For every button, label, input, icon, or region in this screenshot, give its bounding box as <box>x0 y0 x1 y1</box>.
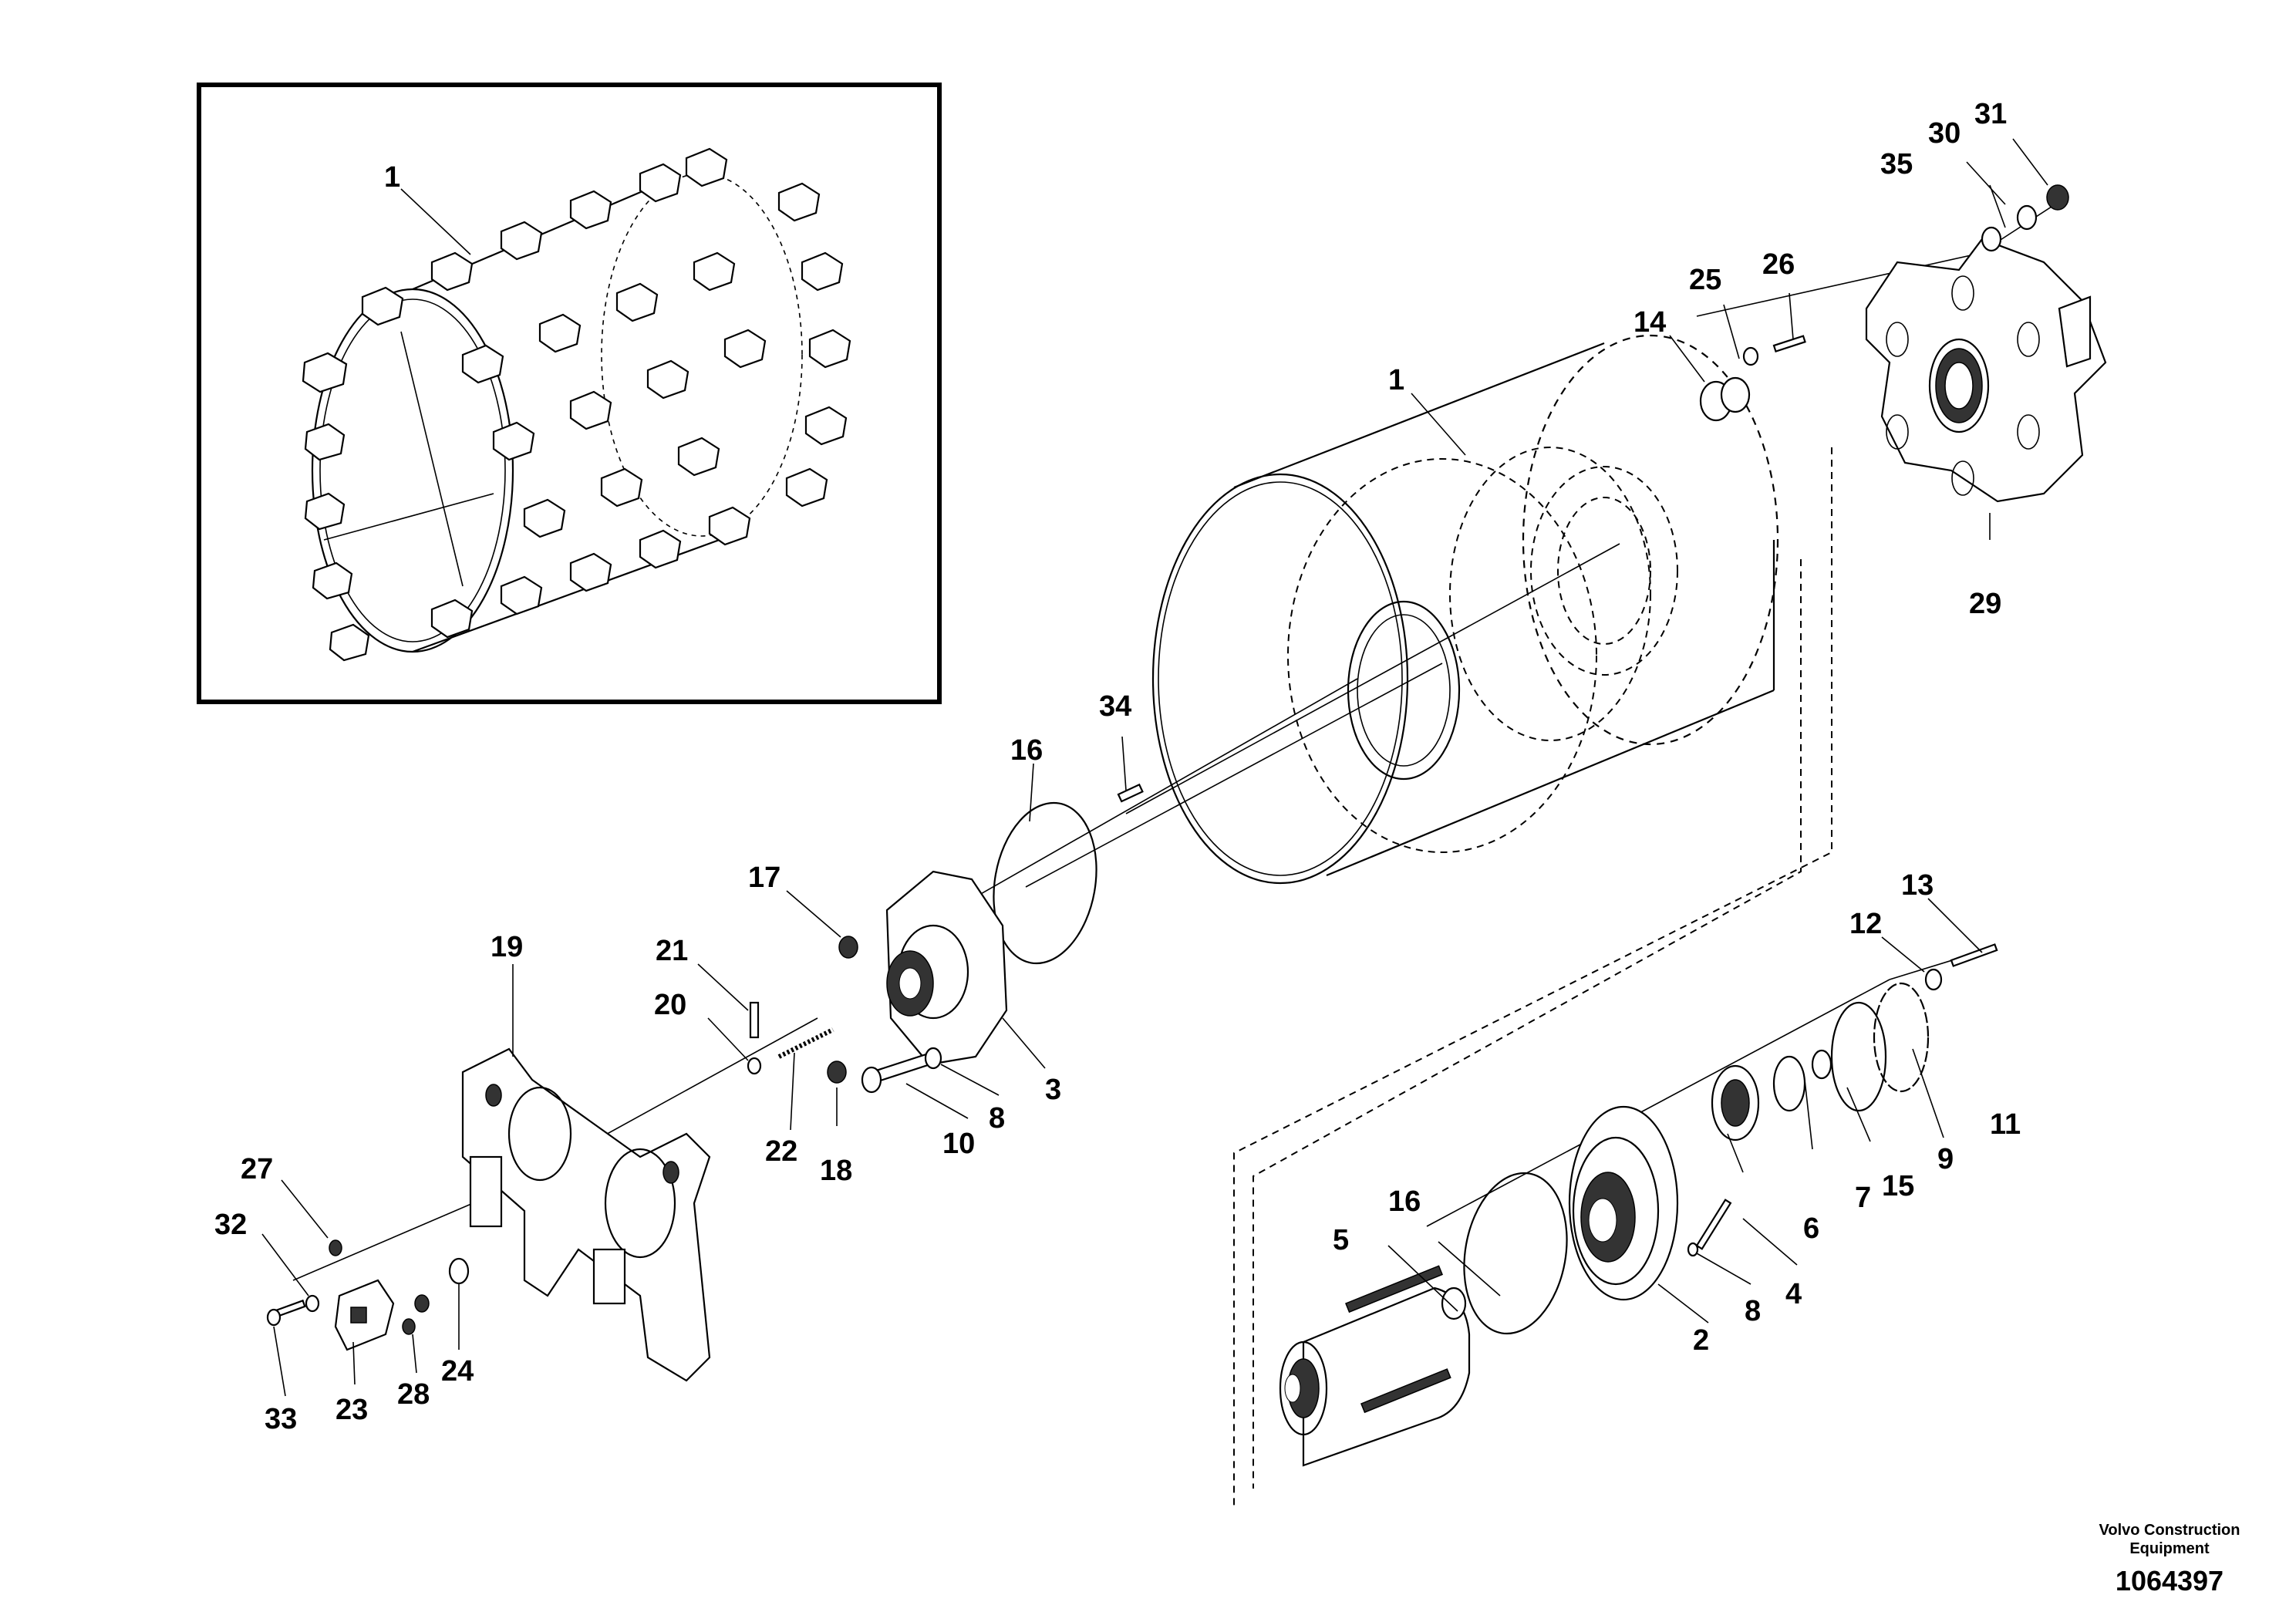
callout-31: 31 <box>1974 98 2007 130</box>
washer-35 <box>1981 226 2002 252</box>
callout-11: 11 <box>1990 1108 2021 1141</box>
seal-15 <box>1811 1049 1832 1080</box>
callout-23: 23 <box>335 1394 368 1426</box>
callout-28: 28 <box>397 1378 430 1411</box>
callout-8b: 8 <box>1745 1295 1761 1327</box>
screw-27 <box>329 1239 342 1256</box>
bolt-33 <box>266 1299 306 1327</box>
callout-8a: 8 <box>989 1102 1005 1135</box>
callout-24: 24 <box>441 1355 474 1388</box>
callout-9: 9 <box>1937 1143 1954 1175</box>
callout-27: 27 <box>241 1153 273 1185</box>
leader-lines <box>261 138 2048 1397</box>
nut-31 <box>2046 184 2069 211</box>
nut-18 <box>827 1061 847 1084</box>
sensor-bracket-23 <box>334 1279 395 1351</box>
washer-12 <box>1924 968 1943 991</box>
subassembly-bracket <box>1233 447 1832 1508</box>
washer-30 <box>2016 204 2038 231</box>
callout-22: 22 <box>765 1135 797 1168</box>
callout-labels: 1 1 2 3 4 5 6 7 8 8 9 10 11 12 13 14 15 … <box>214 98 2021 1435</box>
pin-21 <box>749 1001 760 1039</box>
callout-10: 10 <box>942 1128 975 1160</box>
callout-18: 18 <box>820 1155 852 1187</box>
bolt-13 <box>1950 943 1998 967</box>
callout-13: 13 <box>1901 869 1934 902</box>
callout-12: 12 <box>1849 908 1882 940</box>
callout-19: 19 <box>491 931 523 963</box>
o-ring-16-lower <box>1463 1172 1568 1335</box>
callout-21: 21 <box>656 935 688 967</box>
o-ring-16-upper <box>993 801 1097 965</box>
drum-shell <box>1151 334 1779 885</box>
callout-2: 2 <box>1693 1324 1709 1357</box>
pin-34 <box>1117 783 1144 803</box>
cover-9 <box>1830 1001 1887 1112</box>
callout-16a: 16 <box>1010 734 1043 767</box>
washer-32 <box>305 1294 320 1313</box>
ring-20 <box>747 1057 762 1075</box>
bolt-26 <box>1772 335 1806 352</box>
washer-25 <box>1742 346 1759 366</box>
callout-20: 20 <box>654 989 686 1021</box>
callout-1: 1 <box>1388 364 1404 396</box>
footer-branding: Volvo Construction Equipment 1064397 <box>2099 1522 2240 1597</box>
callout-3: 3 <box>1045 1074 1061 1106</box>
callout-17: 17 <box>748 862 781 894</box>
callout-35: 35 <box>1880 148 1913 180</box>
callout-26: 26 <box>1762 248 1795 281</box>
callout-15: 15 <box>1882 1170 1914 1202</box>
callout-14: 14 <box>1633 306 1666 339</box>
callout-29: 29 <box>1969 588 2001 620</box>
washer-8-lower <box>1687 1242 1699 1257</box>
callout-4: 4 <box>1785 1278 1802 1310</box>
gasket-11 <box>1873 982 1930 1093</box>
callout-inset-1: 1 <box>384 161 400 194</box>
inset-padfoot-drum <box>197 83 942 704</box>
callout-34: 34 <box>1099 690 1131 723</box>
hydraulic-motor-5 <box>1279 1265 1471 1467</box>
ring-24 <box>448 1257 470 1285</box>
inset-frame <box>197 83 942 704</box>
bolt-4 <box>1695 1199 1732 1250</box>
callout-30: 30 <box>1928 117 1961 150</box>
bolt-10 <box>861 1051 935 1094</box>
nut-17 <box>838 936 858 959</box>
callout-33: 33 <box>265 1403 297 1435</box>
nut-28 <box>402 1294 430 1335</box>
callout-32: 32 <box>214 1209 247 1241</box>
snap-ring-7 <box>1772 1055 1806 1112</box>
brand-line-2: Equipment <box>2129 1540 2210 1557</box>
spring-22 <box>777 1027 834 1059</box>
flange-plate-29 <box>1865 238 2107 503</box>
callout-16b: 16 <box>1388 1185 1421 1218</box>
bearing-6 <box>1711 1064 1760 1141</box>
bushing-14 <box>1699 376 1751 422</box>
callout-25: 25 <box>1689 264 1721 296</box>
washer-8-upper <box>924 1047 942 1070</box>
callout-7: 7 <box>1855 1182 1871 1214</box>
end-housing-2 <box>1568 1105 1679 1301</box>
brand-line-1: Volvo Construction <box>2099 1522 2240 1539</box>
side-bracket-19 <box>461 1047 711 1382</box>
callout-6: 6 <box>1803 1212 1819 1245</box>
bearing-housing-3 <box>885 870 1008 1066</box>
document-number: 1064397 <box>2116 1565 2224 1597</box>
callout-5: 5 <box>1333 1224 1349 1256</box>
